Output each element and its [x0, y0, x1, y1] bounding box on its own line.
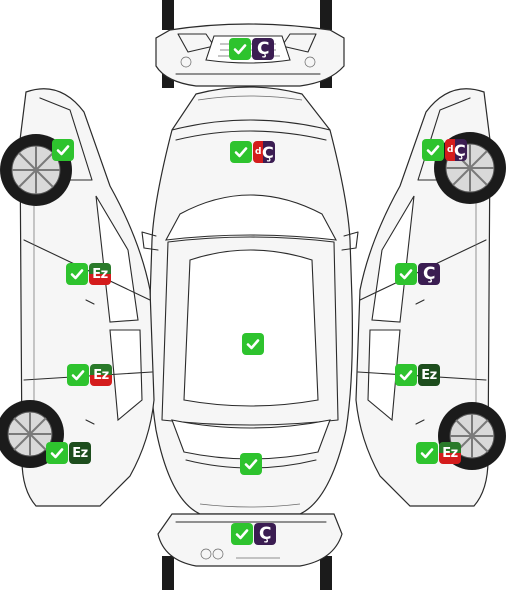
check-icon	[242, 333, 264, 355]
tag-letter: Ç	[261, 142, 274, 162]
check-icon	[231, 523, 253, 545]
tag-letter: Ç	[453, 140, 466, 160]
status-tag: Ez	[439, 442, 461, 464]
marker-left-rear-fender[interactable]: Ez	[46, 442, 91, 464]
top-view	[141, 86, 359, 515]
marker-roof[interactable]	[242, 333, 264, 355]
marker-right-rear-fender[interactable]: Ez	[416, 442, 461, 464]
status-tag: Ez	[418, 364, 440, 386]
check-icon	[240, 453, 262, 475]
marker-left-front-door[interactable]: Ez	[66, 263, 111, 285]
marker-left-rear-door[interactable]: Ez	[67, 364, 112, 386]
check-icon	[66, 263, 88, 285]
check-icon	[230, 141, 252, 163]
status-tag: Ez	[69, 442, 91, 464]
tag-prefix: d	[447, 145, 453, 155]
tag-prefix: d	[255, 147, 261, 157]
status-tag: Ez	[89, 263, 111, 285]
check-icon	[52, 139, 74, 161]
status-tag: Ez	[90, 364, 112, 386]
status-tag: Ç	[418, 263, 440, 285]
check-icon	[395, 364, 417, 386]
check-icon	[395, 263, 417, 285]
check-icon	[422, 139, 444, 161]
status-tag: Ç	[254, 523, 276, 545]
marker-trunk[interactable]	[240, 453, 262, 475]
check-icon	[416, 442, 438, 464]
check-icon	[67, 364, 89, 386]
check-icon	[46, 442, 68, 464]
marker-right-rear-door[interactable]: Ez	[395, 364, 440, 386]
status-tag: Ç	[252, 38, 274, 60]
check-icon	[229, 38, 251, 60]
marker-rear-bumper[interactable]: Ç	[231, 523, 276, 545]
marker-right-front-door[interactable]: Ç	[395, 263, 440, 285]
marker-left-front-fender[interactable]	[52, 139, 74, 161]
marker-front-bumper[interactable]: Ç	[229, 38, 274, 60]
